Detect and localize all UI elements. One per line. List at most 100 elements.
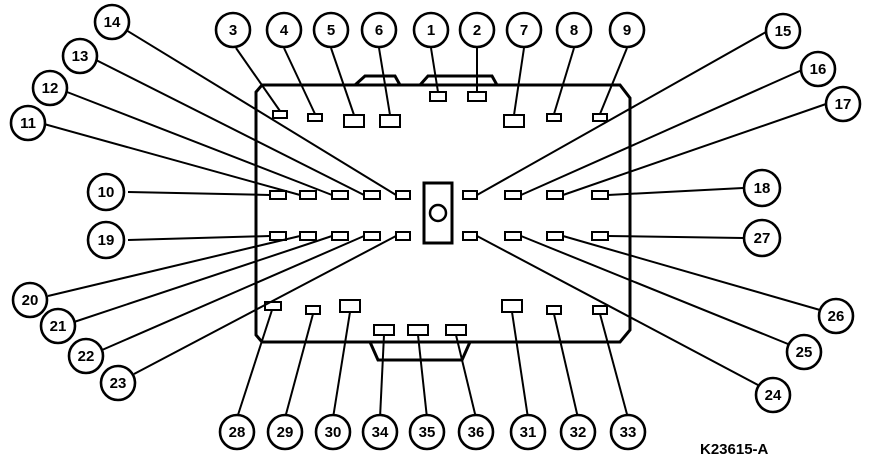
callout-28: 28	[218, 413, 256, 451]
pin-3	[272, 110, 288, 119]
callout-15-label: 15	[775, 23, 792, 40]
pin-19	[269, 231, 287, 241]
callout-25: 25	[785, 333, 823, 371]
callout-28-label: 28	[229, 424, 246, 441]
pin-13	[363, 190, 381, 200]
callout-7-label: 7	[520, 22, 528, 39]
pin-24	[462, 231, 478, 241]
callout-3-label: 3	[229, 22, 237, 39]
callout-6: 6	[360, 11, 398, 49]
callout-8: 8	[555, 11, 593, 49]
callout-24-label: 24	[765, 387, 782, 404]
callout-32: 32	[559, 413, 597, 451]
callout-30: 30	[314, 413, 352, 451]
callout-25-label: 25	[796, 344, 813, 361]
callout-11-label: 11	[20, 115, 36, 132]
pin-27	[591, 231, 609, 241]
callout-17-label: 17	[835, 96, 852, 113]
callout-27: 27	[742, 218, 782, 258]
callout-4-label: 4	[280, 22, 289, 39]
callout-36-label: 36	[468, 424, 485, 441]
pin-16	[504, 190, 522, 200]
callout-34-label: 34	[372, 424, 389, 441]
callout-12: 12	[31, 69, 69, 107]
callout-31-label: 31	[520, 424, 537, 441]
callout-14-label: 14	[104, 14, 121, 31]
callout-19-label: 19	[98, 232, 115, 249]
callout-29-label: 29	[277, 424, 294, 441]
pin-35	[407, 324, 429, 336]
pin-18	[591, 190, 609, 200]
callout-30-label: 30	[325, 424, 342, 441]
callout-29: 29	[266, 413, 304, 451]
callout-35-label: 35	[419, 424, 436, 441]
pin-36	[445, 324, 467, 336]
pin-33	[592, 305, 608, 315]
center-key-hole	[428, 203, 448, 223]
callout-6-label: 6	[375, 22, 383, 39]
callout-18-label: 18	[754, 180, 771, 197]
callout-27-label: 27	[754, 230, 771, 247]
callout-17: 17	[824, 85, 862, 123]
pin-14	[395, 190, 411, 200]
pin-8	[546, 113, 562, 122]
callout-34: 34	[361, 413, 399, 451]
pin-2	[467, 91, 487, 102]
pin-11	[299, 190, 317, 200]
callout-3: 3	[214, 11, 252, 49]
callout-22-label: 22	[78, 348, 95, 365]
callout-9: 9	[608, 11, 646, 49]
callout-23-label: 23	[110, 375, 127, 392]
callout-7: 7	[505, 11, 543, 49]
callout-1: 1	[412, 11, 450, 49]
pin-15	[462, 190, 478, 200]
callout-24: 24	[754, 376, 792, 414]
callout-19: 19	[86, 220, 126, 260]
callout-18: 18	[742, 168, 782, 208]
callout-26: 26	[817, 297, 855, 335]
callout-16: 16	[799, 50, 837, 88]
pin-34	[373, 324, 395, 336]
callout-13: 13	[61, 37, 99, 75]
callout-1-label: 1	[427, 22, 435, 39]
callout-32-label: 32	[570, 424, 587, 441]
pin-25	[504, 231, 522, 241]
callout-35: 35	[408, 413, 446, 451]
callout-16-label: 16	[810, 61, 827, 78]
callout-21-label: 21	[50, 318, 67, 335]
callout-8-label: 8	[570, 22, 578, 39]
callout-4: 4	[265, 11, 303, 49]
pin-10	[269, 190, 287, 200]
pin-6	[379, 114, 401, 128]
pin-1	[429, 91, 447, 102]
connector-body	[254, 74, 632, 362]
pin-12	[331, 190, 349, 200]
pin-31	[501, 299, 523, 313]
callout-14: 14	[93, 3, 131, 41]
callout-21: 21	[39, 307, 77, 345]
callouts: 3 4 5 6 1 2 7 8 9 14 13 12 11 10 19 20 2…	[9, 3, 862, 451]
callout-33: 33	[609, 413, 647, 451]
pin-17	[546, 190, 564, 200]
callout-33-label: 33	[620, 424, 637, 441]
pin-32	[546, 305, 562, 315]
callout-10-label: 10	[98, 184, 115, 201]
callout-26-label: 26	[828, 308, 845, 325]
pin-29	[305, 305, 321, 315]
pin-7	[503, 114, 525, 128]
callout-13-label: 13	[72, 48, 89, 65]
pin-20	[299, 231, 317, 241]
callout-31: 31	[509, 413, 547, 451]
callout-2-label: 2	[473, 22, 481, 39]
pin-26	[546, 231, 564, 241]
callout-20: 20	[11, 281, 49, 319]
callout-5-label: 5	[327, 22, 335, 39]
callout-5: 5	[312, 11, 350, 49]
figure-id: K23615-A	[700, 441, 769, 458]
pin-23	[395, 231, 411, 241]
pin-22	[363, 231, 381, 241]
pin-30	[339, 299, 361, 313]
callout-20-label: 20	[22, 292, 39, 309]
callout-36: 36	[457, 413, 495, 451]
